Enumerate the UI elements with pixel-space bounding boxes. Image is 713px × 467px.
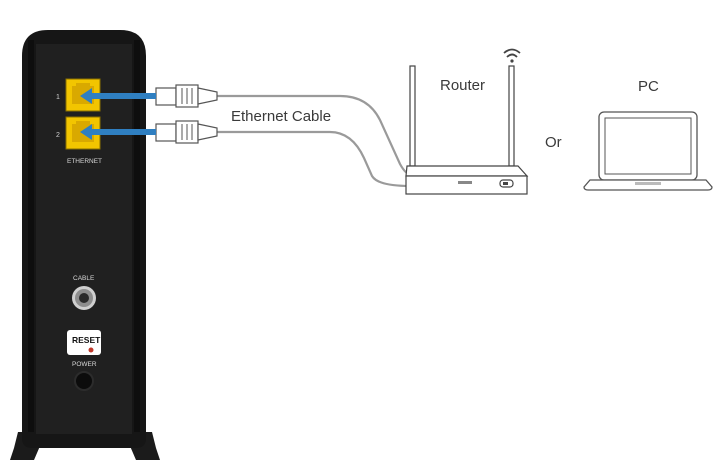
- port-number-1: 1: [56, 94, 60, 101]
- ethernet-label: ETHERNET: [67, 158, 102, 165]
- power-jack: [74, 371, 94, 391]
- port-number-2: 2: [56, 132, 60, 139]
- router-antenna-left: [409, 65, 416, 167]
- laptop-icon: [583, 111, 713, 191]
- arrow-icon: [80, 88, 156, 104]
- cable-label: CABLE: [73, 275, 95, 282]
- insert-arrows: [80, 88, 156, 140]
- router-antenna-right: [508, 65, 515, 167]
- ethernet-cable-label: Ethernet Cable: [231, 108, 331, 125]
- or-label: Or: [545, 134, 562, 151]
- router-label: Router: [440, 77, 485, 94]
- ethernet-plug-1: [155, 84, 218, 108]
- cable-connector: CABLE: [72, 275, 96, 310]
- reset-label: RESET: [72, 335, 101, 345]
- reset-indicator: [88, 347, 94, 353]
- pc-label: PC: [638, 78, 659, 95]
- ethernet-plug-2: [155, 120, 218, 144]
- wifi-icon: [503, 48, 521, 63]
- power-label: POWER: [72, 361, 97, 368]
- router-icon: [405, 48, 529, 195]
- reset-button[interactable]: RESET POWER: [67, 330, 101, 368]
- arrow-icon: [80, 124, 156, 140]
- cable-2: [217, 130, 411, 188]
